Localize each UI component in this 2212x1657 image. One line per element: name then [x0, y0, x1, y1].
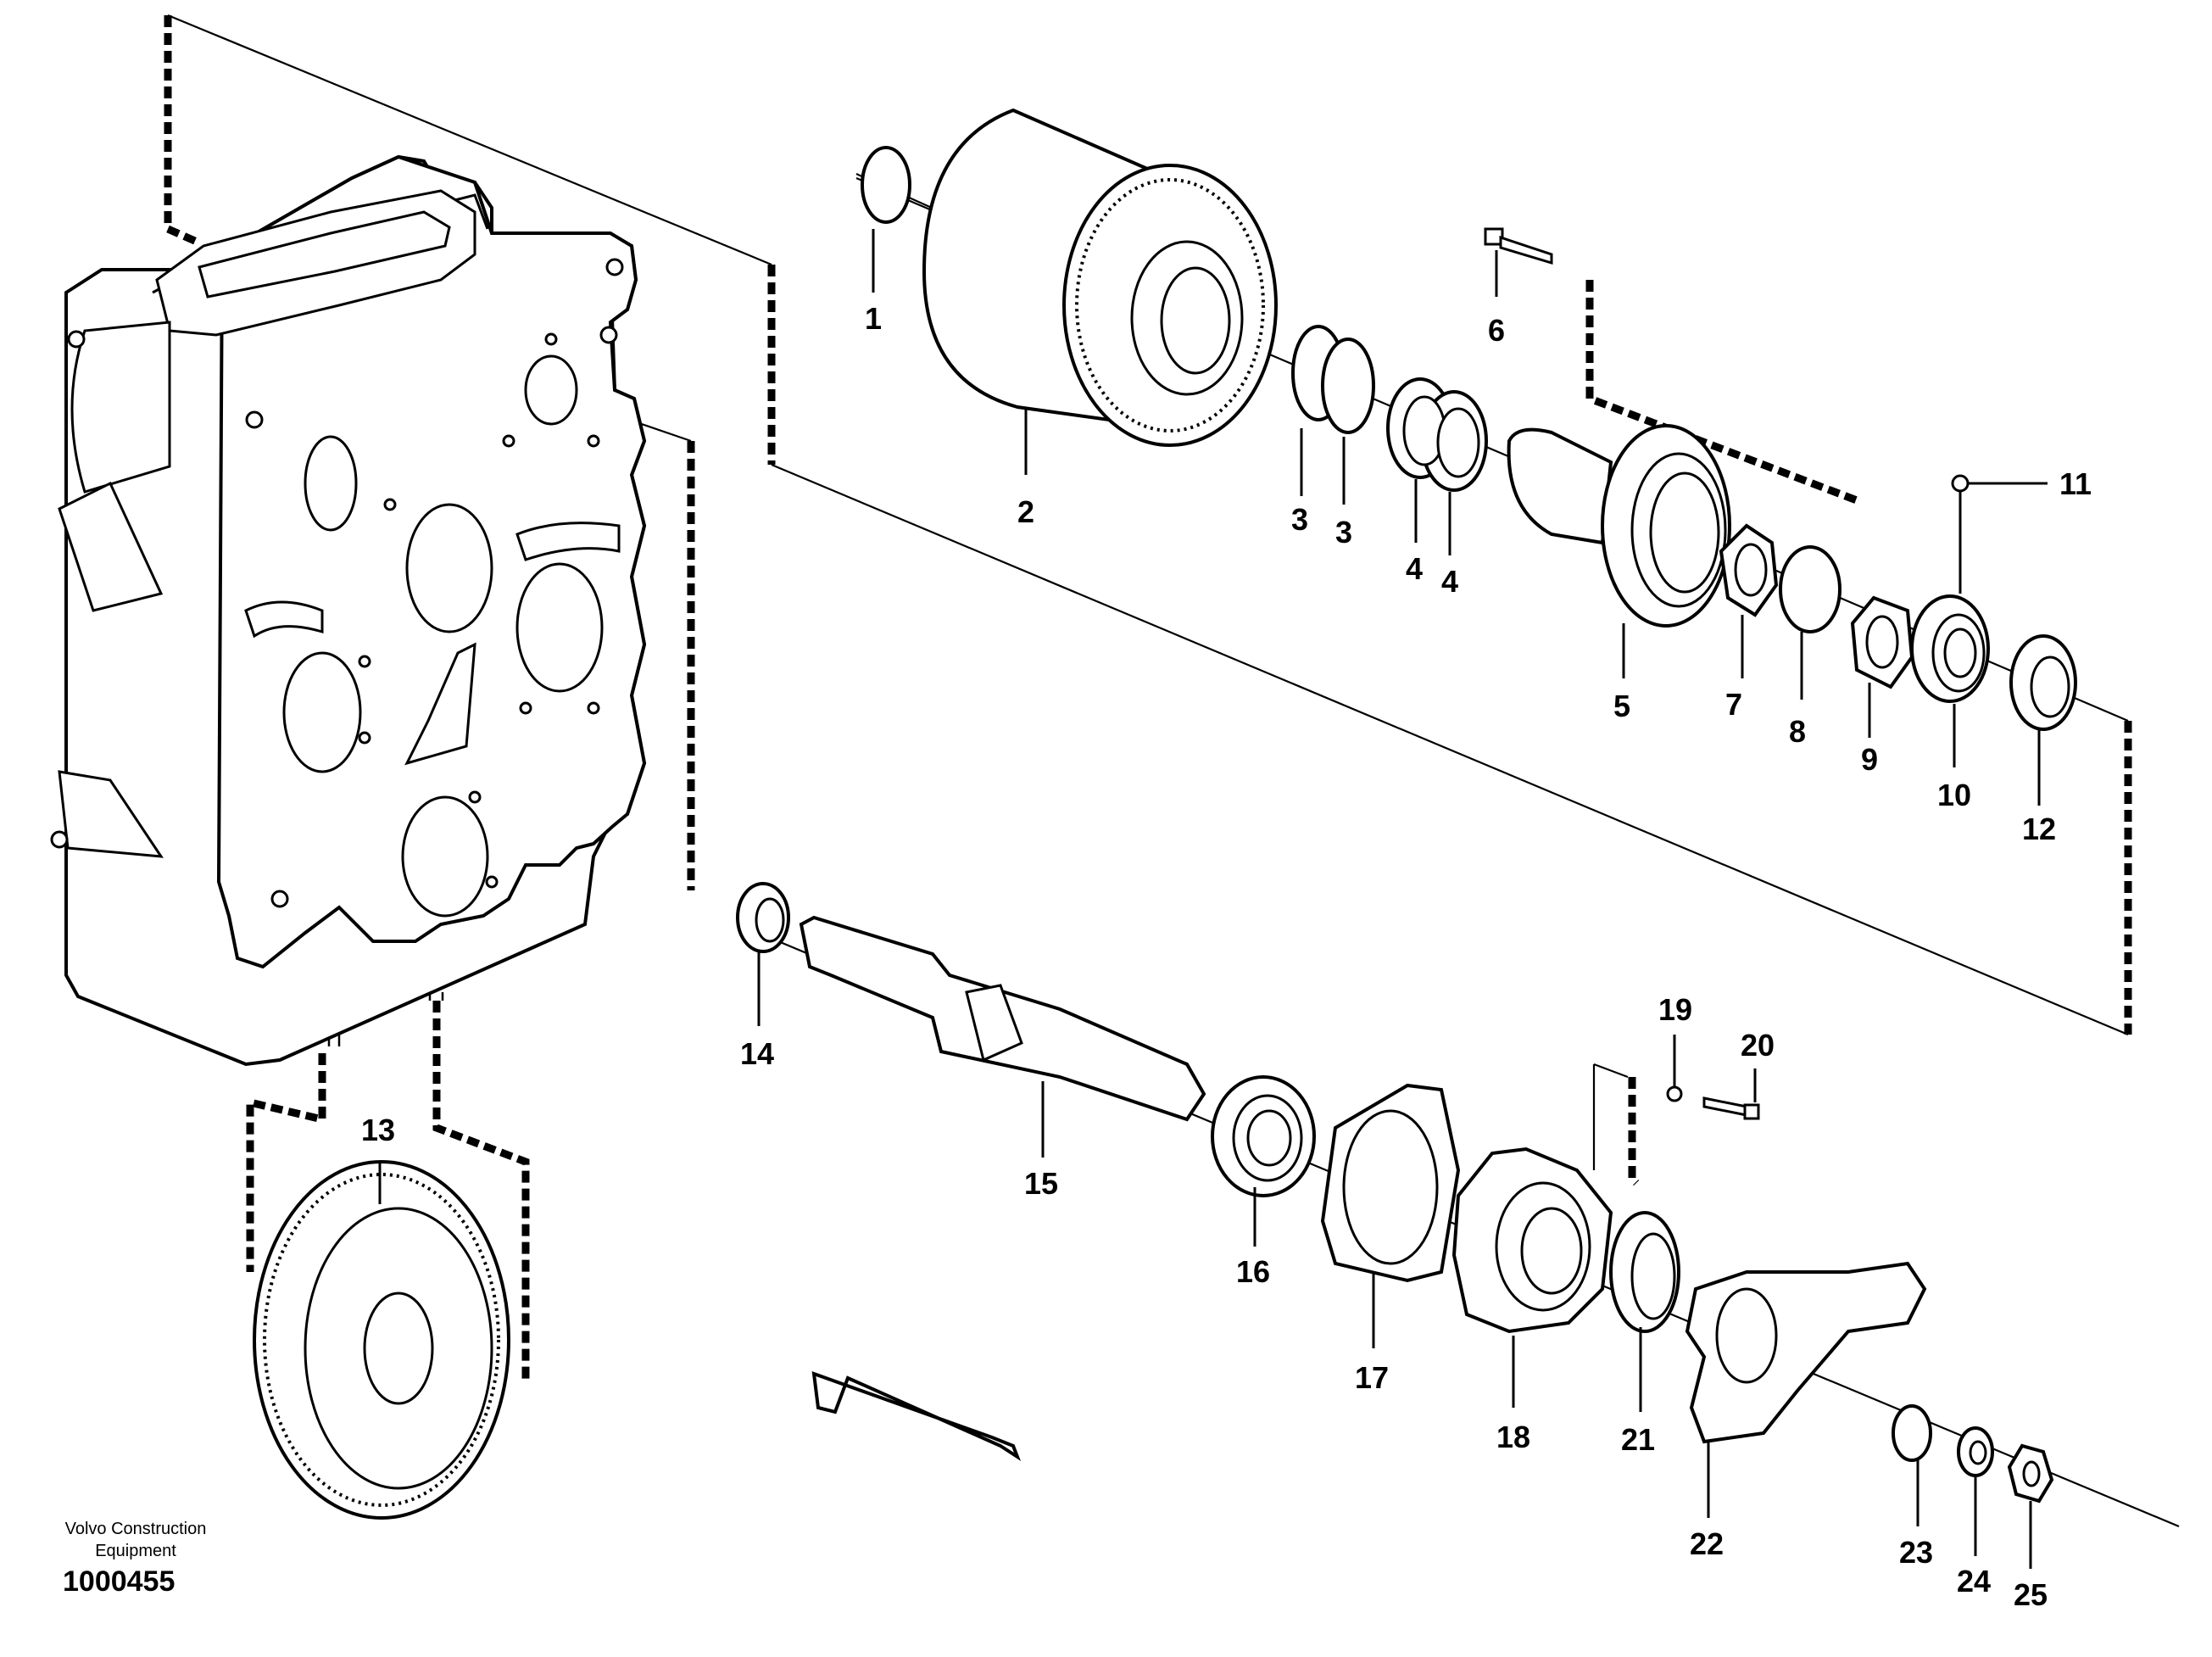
callout-4a: 4 — [1406, 551, 1423, 586]
part-5-bearing-housing — [1507, 424, 1731, 678]
part-2-clutch-drum — [922, 108, 1278, 475]
part-1-snap-ring — [861, 146, 911, 293]
callout-11: 11 — [2059, 466, 2092, 501]
callout-24: 24 — [1957, 1564, 1991, 1598]
part-22-yoke — [1685, 1261, 1927, 1518]
part-13-gear — [253, 1160, 510, 1520]
part-24-washer — [1957, 1426, 1994, 1556]
part-20-bolt — [1702, 1068, 1760, 1120]
callout-16: 16 — [1236, 1254, 1270, 1289]
callout-4b: 4 — [1441, 564, 1458, 599]
callout-20: 20 — [1741, 1028, 1775, 1063]
part-9-nut — [1850, 595, 1914, 738]
part-6-bolt — [1484, 227, 1553, 297]
transmission-housing — [50, 154, 647, 1067]
callout-21: 21 — [1621, 1422, 1655, 1457]
callout-2: 2 — [1017, 494, 1034, 529]
callout-3b: 3 — [1335, 515, 1352, 550]
part-23-circlip — [1892, 1404, 1932, 1526]
callout-7: 7 — [1725, 687, 1742, 722]
callout-18: 18 — [1496, 1420, 1530, 1454]
part-19-washer — [1666, 1035, 1683, 1102]
callout-10: 10 — [1937, 778, 1971, 812]
callout-14: 14 — [740, 1036, 774, 1071]
part-14-seal — [736, 882, 790, 1026]
part-15-shaft — [799, 915, 1206, 1158]
callout-19: 19 — [1658, 992, 1692, 1027]
callout-12: 12 — [2022, 812, 2056, 846]
part-11-ball — [1951, 474, 2048, 594]
part-17-gasket — [1320, 1083, 1461, 1348]
callout-25: 25 — [2014, 1577, 2048, 1612]
callout-8: 8 — [1789, 714, 1806, 749]
callout-5: 5 — [1613, 689, 1630, 723]
callout-9: 9 — [1861, 742, 1878, 777]
callout-13: 13 — [361, 1113, 395, 1147]
callout-23: 23 — [1899, 1535, 1933, 1570]
part-7-nut — [1719, 523, 1779, 678]
part-16-bearing — [1211, 1075, 1316, 1247]
callout-6: 6 — [1488, 313, 1505, 348]
callout-17: 17 — [1355, 1360, 1389, 1395]
part-21-seal — [1609, 1211, 1680, 1412]
part-8-ring — [1779, 545, 1841, 700]
callout-22: 22 — [1690, 1526, 1724, 1561]
callout-15: 15 — [1024, 1166, 1058, 1201]
brand-label: Volvo Construction Equipment — [64, 1520, 207, 1560]
part-4-rings — [1386, 377, 1488, 555]
callout-3a: 3 — [1291, 502, 1308, 537]
document-number: 1000455 — [63, 1565, 176, 1598]
callout-1: 1 — [865, 301, 882, 336]
callout-labels: 1 2 3 3 4 4 5 6 7 8 9 10 11 12 13 14 15 … — [361, 301, 2092, 1612]
part-3-rings — [1291, 325, 1375, 505]
part-18-flange-housing — [1451, 1147, 1613, 1408]
view-direction-arrow — [811, 1371, 1022, 1462]
part-10-bearing — [1910, 594, 1990, 767]
part-12-seal — [2009, 634, 2077, 806]
part-25-nut — [2007, 1443, 2054, 1569]
